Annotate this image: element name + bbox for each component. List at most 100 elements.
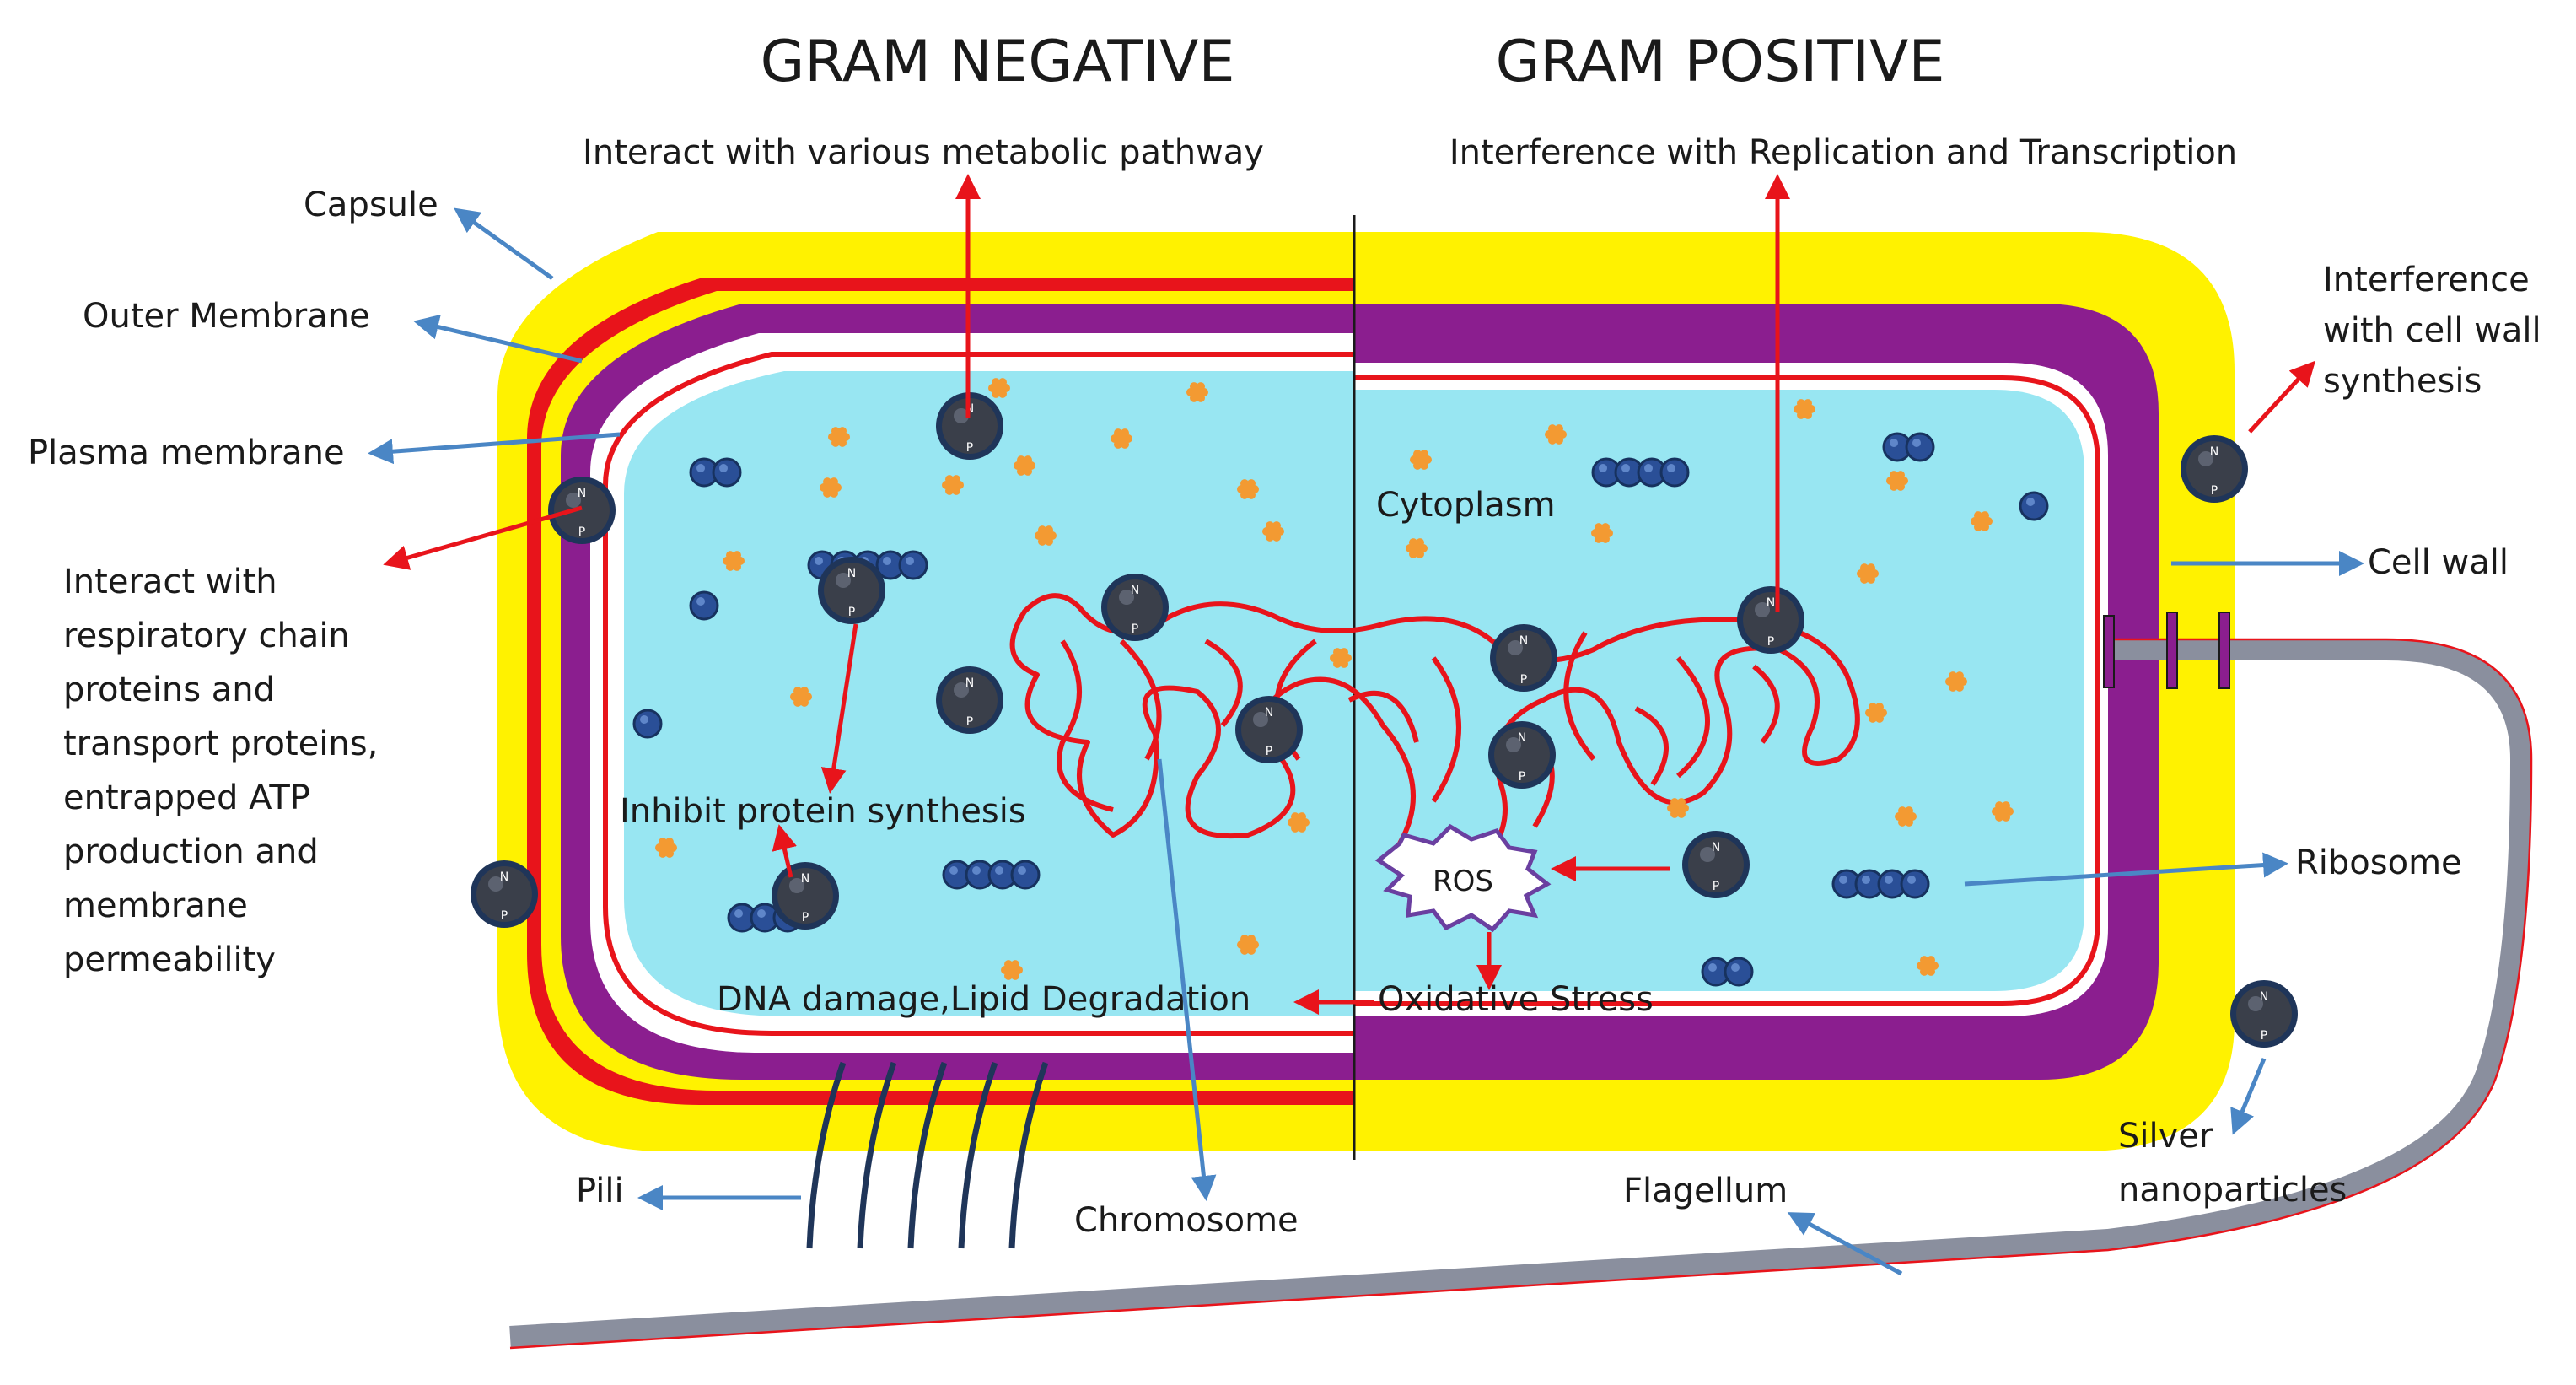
ribosome: [1591, 457, 1690, 488]
silver-nanoparticle: [471, 860, 538, 928]
cytoplasmic-granule: [1895, 806, 1917, 827]
ribosome: [942, 860, 1041, 890]
cytoplasmic-granule: [1288, 812, 1310, 833]
cell-wall-synthesis-line: Interference: [2323, 261, 2530, 299]
title-gram-negative: GRAM NEGATIVE: [761, 29, 1235, 95]
label-pili: Pili: [576, 1172, 624, 1210]
cytoplasmic-granule: [1186, 382, 1208, 402]
label-cell-wall-synthesis: Interference with cell wall synthesis: [2323, 261, 2541, 401]
ribosome: [2019, 491, 2049, 521]
arrow-silver-np: [2230, 1058, 2267, 1135]
arrow-protein-synthesis-up: [772, 824, 797, 878]
cytoplasmic-granule: [1865, 703, 1887, 723]
cytoplasmic-granule: [1992, 801, 2014, 822]
cytoplasmic-granule: [1237, 935, 1259, 955]
silver-nanoparticle: [1682, 831, 1750, 898]
respiratory-line: permeability: [63, 940, 276, 979]
cytoplasmic-granule: [1262, 521, 1284, 542]
cytoplasmic-granule: [1591, 523, 1613, 543]
respiratory-line: entrapped ATP: [63, 779, 310, 817]
silver-nanoparticle: [936, 666, 1003, 734]
silver-nanoparticle: [818, 557, 885, 624]
flagellum: [509, 639, 2533, 1348]
arrow-outer-membrane: [413, 314, 583, 364]
cytoplasmic-granule: [1945, 671, 1967, 692]
blue-arrows: [368, 207, 2364, 1276]
silver-nanoparticle: [1488, 721, 1556, 789]
silver-nanoparticle: [548, 477, 616, 544]
cytoplasmic-granule: [1917, 956, 1939, 976]
silver-nanoparticle: [1235, 696, 1303, 763]
label-silver-np-1: Silver: [2118, 1117, 2213, 1156]
cytoplasmic-granule: [1001, 960, 1023, 980]
respiratory-line: Interact with: [63, 563, 277, 601]
arrow-plasma-membrane: [368, 432, 621, 465]
ribosome: [1831, 869, 1930, 899]
chromosome: [1009, 593, 1860, 881]
arrow-protein-synthesis-down: [820, 623, 858, 794]
cytoplasmic-granule: [1667, 798, 1689, 818]
label-replication: Interference with Replication and Transc…: [1449, 133, 2237, 172]
ribosome: [1882, 432, 1935, 462]
silver-nanoparticle: [1490, 624, 1557, 692]
cytoplasmic-granule: [1237, 479, 1259, 499]
cytoplasmic-granule: [1330, 648, 1352, 668]
label-plasma-membrane: Plasma membrane: [28, 434, 345, 472]
respiratory-line: transport proteins,: [63, 725, 378, 763]
respiratory-line: production and: [63, 833, 319, 871]
flagellum-ring: [2166, 612, 2178, 689]
cytoplasmic-granule: [1111, 428, 1132, 449]
cytoplasmic-granule: [1545, 424, 1567, 445]
arrow-cell-wall-synthesis: [2248, 360, 2316, 434]
label-cell-wall: Cell wall: [2368, 543, 2509, 582]
label-oxidative-stress: Oxidative Stress: [1378, 980, 1654, 1019]
cytoplasmic-granule: [1406, 538, 1428, 558]
arrow-capsule: [454, 207, 554, 281]
cytoplasmic-granule: [655, 838, 677, 858]
cytoplasmic-granule: [1410, 450, 1432, 470]
cytoplasmic-granule: [1035, 525, 1057, 546]
ribosome: [1701, 957, 1754, 987]
label-metabolic: Interact with various metabolic pathway: [583, 133, 1264, 172]
ros-burst: [1374, 823, 1552, 933]
silver-nanoparticle: [1101, 574, 1169, 641]
cytoplasmic-granule: [723, 551, 745, 571]
label-protein-synthesis: Inhibit protein synthesis: [620, 792, 1026, 831]
red-arrows: [383, 174, 2316, 1015]
arrow-respiratory: [383, 505, 583, 570]
cytoplasmic-granule: [988, 378, 1010, 398]
cell-wall-synthesis-line: synthesis: [2323, 362, 2482, 401]
cell-wall-synthesis-line: with cell wall: [2323, 311, 2541, 350]
label-silver-np-2: nanoparticles: [2118, 1171, 2347, 1210]
silver-nanoparticle: [2181, 435, 2248, 503]
silver-nanoparticle: [1737, 586, 1804, 654]
cytoplasmic-granule: [1794, 399, 1815, 419]
pili: [806, 1061, 1049, 1249]
ros-label: ROS: [1433, 865, 1493, 898]
ribosome: [632, 709, 663, 739]
label-cytoplasm: Cytoplasm: [1376, 486, 1556, 525]
ribosome: [689, 457, 742, 488]
arrow-flagellum: [1787, 1212, 1903, 1276]
label-ribosome: Ribosome: [2295, 843, 2462, 882]
flagellum-ring: [2218, 612, 2230, 689]
cytoplasmic-granule: [790, 687, 812, 707]
ribosome: [689, 590, 719, 621]
arrow-ribosome: [1964, 852, 2288, 887]
silver-nanoparticle: [2230, 980, 2298, 1048]
label-dna-damage: DNA damage,Lipid Degradation: [717, 980, 1250, 1019]
dynamic-layer: [471, 378, 2298, 1048]
plasma-membrane: [603, 352, 1354, 1036]
arrow-chromosome: [1157, 758, 1217, 1201]
cytoplasmic-granule: [1971, 511, 1993, 531]
label-respiratory: Interact with respiratory chain proteins…: [63, 563, 378, 979]
cytoplasmic-granule: [1886, 471, 1908, 491]
cytoplasmic-granule: [820, 477, 842, 498]
respiratory-line: membrane: [63, 887, 248, 925]
label-chromosome: Chromosome: [1074, 1201, 1299, 1240]
respiratory-line: proteins and: [63, 671, 275, 709]
cytoplasmic-granule: [828, 427, 850, 447]
cytoplasmic-granule: [942, 475, 964, 495]
